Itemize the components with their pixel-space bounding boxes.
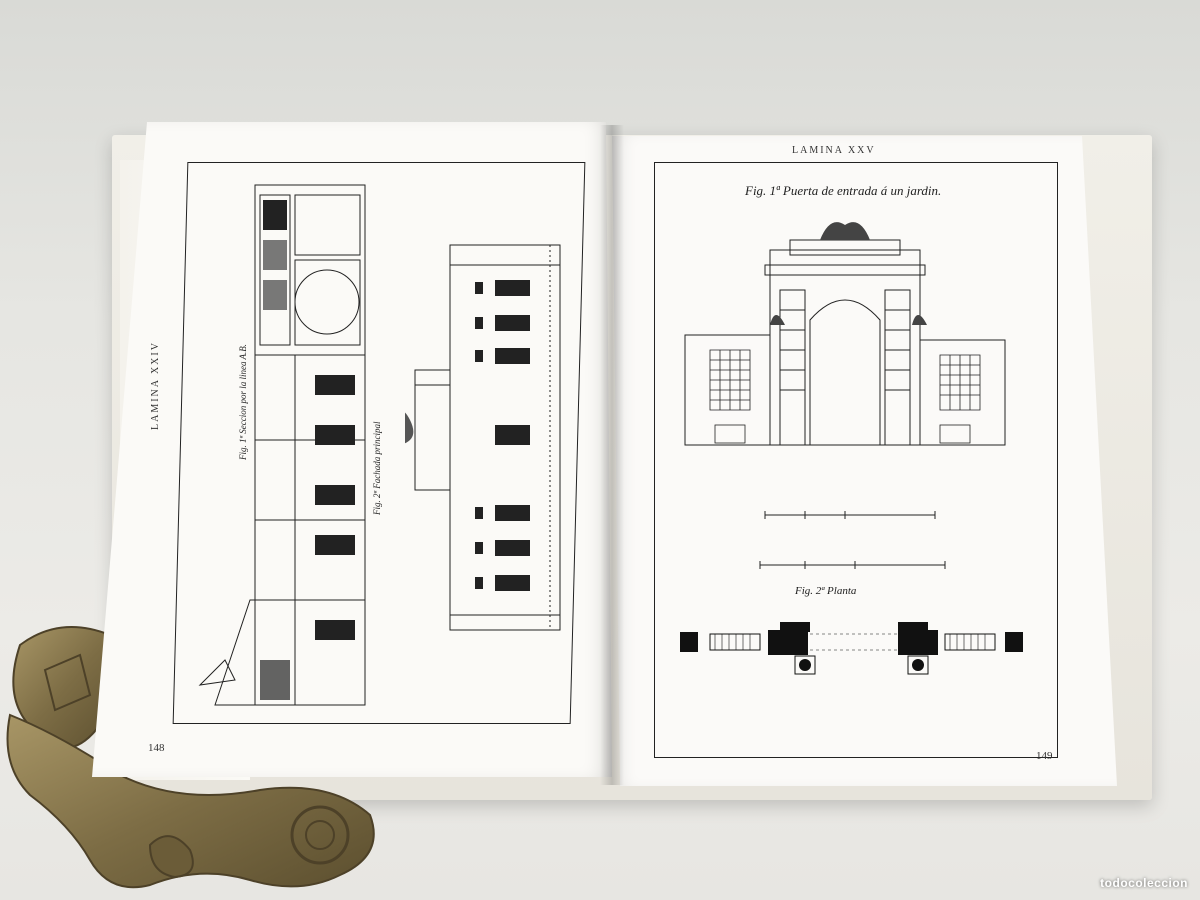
right-fig1-title: Fig. 1ª Puerta de entrada á un jardin.: [745, 183, 942, 198]
gate-elevation-drawing: [684, 222, 1006, 446]
right-page-number: 149: [1036, 750, 1053, 762]
watermark-logo: todocoleccion: [1100, 876, 1188, 890]
left-page-number: 148: [148, 742, 165, 754]
brass-ornament: [6, 626, 375, 889]
facade-drawing: [405, 244, 561, 631]
book-gutter: [600, 125, 624, 785]
left-fig1-caption: Fig. 1ª Seccion por la linea A.B.: [238, 343, 248, 460]
plan-drawing: [680, 622, 1023, 675]
left-fig2-caption: Fig. 2ª Fachada principal: [372, 421, 382, 515]
left-plate-label: LAMINA XXIV: [150, 341, 161, 430]
left-page: [92, 122, 612, 777]
right-plate-frame: [654, 162, 1058, 758]
right-plate-label: LAMINA XXV: [792, 145, 876, 156]
right-page: [612, 136, 1117, 786]
right-fig2-title: Fig. 2ª Planta: [795, 585, 857, 597]
section-drawing: [198, 184, 366, 706]
scale-bars: [759, 511, 946, 569]
